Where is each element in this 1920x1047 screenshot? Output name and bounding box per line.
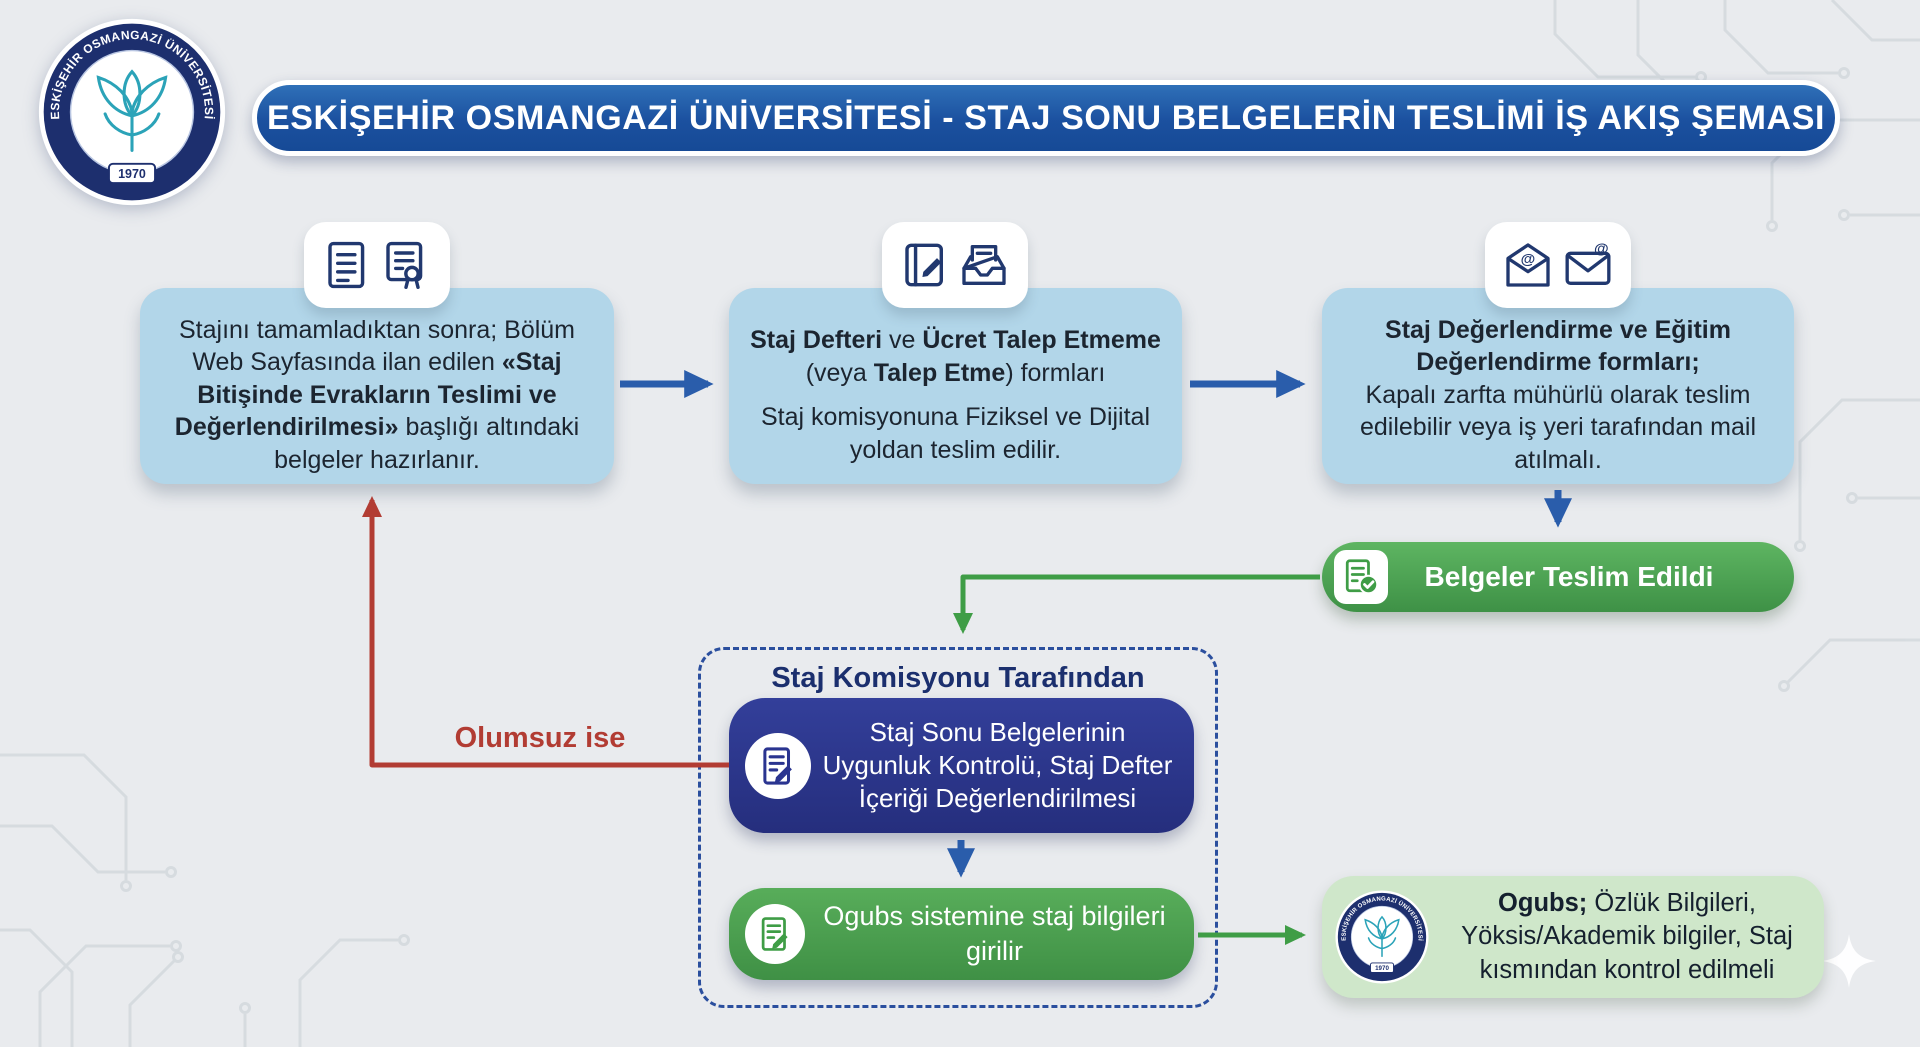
text-segment: (veya <box>805 358 874 387</box>
university-logo-small <box>1334 889 1430 985</box>
commission-title: Staj Komisyonu Tarafından <box>771 662 1145 694</box>
node-evaluation-forms: Staj Değerlendirme ve Eğitim Değerlendir… <box>1322 288 1794 484</box>
text-segment: ve <box>882 326 923 354</box>
text-segment: Staj Değerlendirme ve Eğitim Değerlendir… <box>1385 315 1731 377</box>
document-tray-icon <box>962 245 1006 285</box>
ogubs-info-text: Ogubs; Özlük Bilgileri, Yöksis/Akademik … <box>1430 887 1824 986</box>
document-edit-icon <box>745 904 805 964</box>
evaluation-title: Staj Değerlendirme ve Eğitim Değerlendir… <box>1342 314 1774 379</box>
text-segment: «Staj Bitişinde Evrakların Teslimi ve De… <box>174 348 562 442</box>
text-segment: Ogubs; <box>1498 889 1588 918</box>
review-text: Staj Sonu Belgelerinin Uygunluk Kontrolü… <box>822 716 1173 814</box>
university-logo <box>36 16 228 208</box>
delivered-label: Belgeler Teslim Edildi <box>1424 561 1714 592</box>
text-segment: Talep Etme <box>873 358 1006 387</box>
text-segment: Stajını tamamladıktan sonra; Bölüm Web S… <box>178 315 576 377</box>
notebook-pencil-icon <box>905 243 943 287</box>
at-glyph: @ <box>1594 240 1609 257</box>
document-check-icon <box>1334 550 1388 604</box>
prepare-text: Stajını tamamladıktan sonra; Bölüm Web S… <box>160 314 594 477</box>
commission-container: Staj Komisyonu Tarafından <box>698 647 1218 1008</box>
node-prepare-documents: Stajını tamamladıktan sonra; Bölüm Web S… <box>140 288 614 484</box>
forms-icon-badge <box>882 222 1028 308</box>
at-glyph: @ <box>1521 251 1536 268</box>
forms-title: Staj Defteri ve Ücret Talep Etmeme (veya… <box>749 324 1162 389</box>
evaluation-icon-badge: @ @ <box>1485 222 1631 308</box>
node-documents-delivered: Belgeler Teslim Edildi <box>1322 542 1794 612</box>
sparkle-decoration <box>1822 934 1876 988</box>
evaluation-detail: Kapalı zarfta mühürlü olarak teslim edil… <box>1359 380 1756 474</box>
header-bar: ESKİŞEHİR OSMANGAZİ ÜNİVERSİTESİ - STAJ … <box>252 80 1840 156</box>
forms-detail: Staj komisyonuna Fiziksel ve Dijital yol… <box>760 403 1151 464</box>
text-segment: Ücret Talep Etmeme <box>922 326 1161 354</box>
closed-mail-icon: @ <box>1565 240 1611 285</box>
certificate-icon <box>386 241 423 289</box>
text-segment: ) formları <box>1005 358 1106 387</box>
document-lines-icon <box>328 241 365 289</box>
page-title: ESKİŞEHİR OSMANGAZİ ÜNİVERSİTESİ - STAJ … <box>266 98 1826 137</box>
ogubs-entry-text: Ogubs sistemine staj bilgileri girilir <box>823 901 1166 966</box>
text-segment: Staj Defteri <box>750 326 883 354</box>
node-ogubs-entry: Ogubs sistemine staj bilgileri girilir <box>729 888 1194 980</box>
text-segment: başlığı altındaki belgeler hazırlanır. <box>274 413 580 474</box>
node-ogubs-info: Ogubs; Özlük Bilgileri, Yöksis/Akademik … <box>1322 876 1824 998</box>
prepare-icon-badge <box>304 222 450 308</box>
document-edit-icon <box>745 732 811 799</box>
node-review-check: Staj Sonu Belgelerinin Uygunluk Kontrolü… <box>729 698 1194 833</box>
node-submit-forms: Staj Defteri ve Ücret Talep Etmeme (veya… <box>729 288 1182 484</box>
text-segment: Özlük Bilgileri, Yöksis/Akademik bilgile… <box>1461 889 1793 984</box>
open-mail-icon: @ <box>1506 243 1550 287</box>
negative-branch-label: Olumsuz ise <box>454 722 626 754</box>
